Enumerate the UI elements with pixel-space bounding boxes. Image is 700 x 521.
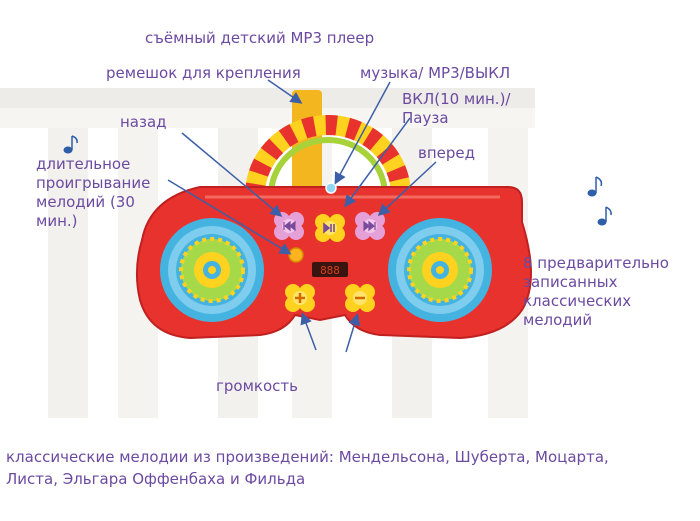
svg-text:888: 888 [320,264,340,277]
volume-up-button[interactable] [285,284,315,312]
play-pause-button[interactable] [315,214,345,242]
next-icon [363,220,376,232]
on-pause-label: ВКЛ(10 мин.)/ Пауза [402,90,511,127]
speaker-left [160,218,264,322]
long-play-label: длительное проигрывание мелодий (30 мин.… [36,155,151,230]
next-button[interactable] [355,212,385,240]
prev-icon [283,220,296,232]
back-label: назад [120,113,167,131]
music-note-icon [63,135,78,154]
melodies-label: 8 предварительно записанных классических… [523,254,669,329]
volume-label: громкость [216,377,298,395]
rainbow-handle [245,115,411,196]
music-note-icon [597,206,612,226]
play-pause-icon [323,222,335,234]
indicator-light [325,182,337,194]
music-note-icon [587,176,603,197]
strap-label: ремешок для крепления [106,64,301,82]
title-label: съёмный детский МР3 плеер [145,29,375,47]
speaker-right [388,218,492,322]
digit-display [312,262,348,277]
volume-up-icon [295,293,305,303]
long-play-button[interactable] [288,247,304,263]
volume-down-button[interactable] [345,284,375,312]
prev-button[interactable] [274,212,304,240]
annotation-arrows [167,79,437,353]
forward-label: вперед [418,144,475,162]
music-mp3-off-label: музыка/ МР3/ВЫКЛ [360,64,511,82]
footer-text: классические мелодии из произведений: Ме… [6,448,609,488]
